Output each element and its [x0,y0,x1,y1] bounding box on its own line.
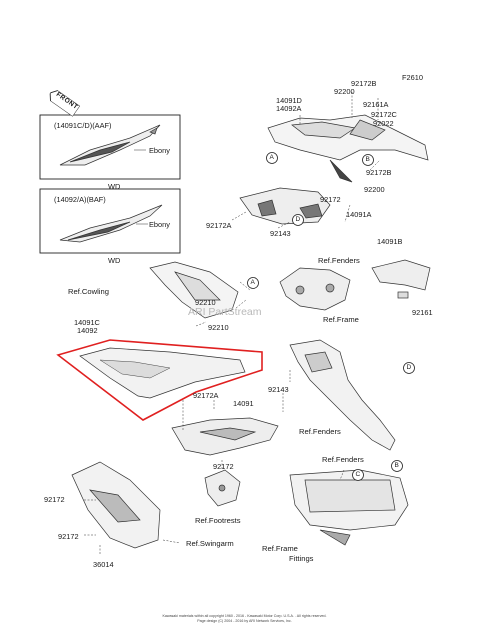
variant-box-1 [39,114,181,180]
part-label-92200-mid: 92200 [364,185,385,194]
ref-cowling: Ref.Cowling [68,287,109,296]
part-label-36014: 36014 [93,560,114,569]
storage-tray-sketch [289,469,409,546]
variant-1-code: (14091C/D)(AAF) [54,121,112,130]
part-label-92172c: 92172C [371,110,397,119]
part-label-14091b: 14091B [377,237,403,246]
watermark: ARI PartStream [188,306,262,318]
part-label-92143-lower: 92143 [268,385,289,394]
part-label-14091c: 14091C [74,318,100,327]
part-label-92172b-mid: 92172B [366,168,392,177]
part-label-14092a: 14092A [276,104,302,113]
figure-code: F2610 [402,73,423,82]
part-label-92210-a: 92210 [195,298,216,307]
part-label-92161: 92161 [412,308,433,317]
ref-frame-fittings-line1: Ref.Frame [262,544,298,553]
lower-center-cover-sketch [171,417,279,456]
ref-fenders-mid: Ref.Fenders [299,427,341,436]
ref-fenders-low: Ref.Fenders [322,455,364,464]
variant-box-2 [39,188,181,254]
variant-1-color: Ebony [149,146,170,155]
part-label-14091a: 14091A [346,210,372,219]
variant-2-cover-sketch [59,204,163,243]
copyright-line-1: Kawasaki materials within all copyright … [162,614,327,618]
swingarm-part-sketch [71,461,161,549]
highlight-outline [56,339,263,421]
part-label-92200-top: 92200 [334,87,355,96]
variant-1-cover-sketch [59,124,161,166]
footrest-bracket-sketch [204,469,241,507]
part-label-14091: 14091 [233,399,254,408]
ref-frame-fittings-line2: Fittings [289,554,314,563]
ref-footrests: Ref.Footrests [195,516,241,525]
ref-fenders-top: Ref.Fenders [318,256,360,265]
side-cover-shape [79,347,246,399]
callout-d-mid: D [406,364,412,371]
upper-center-piece-sketch [239,187,331,225]
part-label-92143-upper: 92143 [270,229,291,238]
highlighted-side-cover [56,339,263,421]
callout-a-top: A [269,154,274,161]
part-label-92172-mid: 92172 [320,195,341,204]
variant-2-suffix: WD [108,256,121,265]
variant-1-suffix: WD [108,182,121,191]
part-label-92172a-lower: 92172A [193,391,219,400]
part-label-92210-b: 92210 [208,323,229,332]
part-label-92172-left-a: 92172 [44,495,65,504]
part-label-14092: 14092 [77,326,98,335]
ref-frame: Ref.Frame [323,315,359,324]
part-label-92172-lower: 92172 [213,462,234,471]
callout-a-mid: A [250,279,255,286]
variant-2-color: Ebony [149,220,170,229]
side-cover-inner [99,359,171,379]
rear-fender-sketch [289,339,396,451]
part-label-92172-left-b: 92172 [58,532,79,541]
rear-frame-sketch [279,267,351,311]
callout-c-low: C [355,471,361,478]
part-label-92161a: 92161A [363,100,389,109]
small-cover-14091b-sketch [371,259,431,299]
callout-circles [247,152,415,481]
front-direction-tag: FRONT [48,86,82,118]
variant-2-code: (14092/A)(BAF) [54,195,106,204]
cowling-sketch [149,261,239,319]
callout-b-top: B [365,156,370,163]
copyright-line-2: Page design (C) 2004 - 2016 by ARI Netwo… [197,619,292,623]
part-label-14091d: 14091D [276,96,302,105]
ref-swingarm: Ref.Swingarm [186,539,234,548]
leader-lines [84,92,381,555]
part-label-92172b-top: 92172B [351,79,377,88]
part-label-92022: 92022 [373,119,394,128]
upper-seat-cowl-sketch [267,114,429,183]
part-label-92172a-upper: 92172A [206,221,232,230]
callout-b-low: B [394,462,399,469]
callout-d-top: D [295,216,301,223]
